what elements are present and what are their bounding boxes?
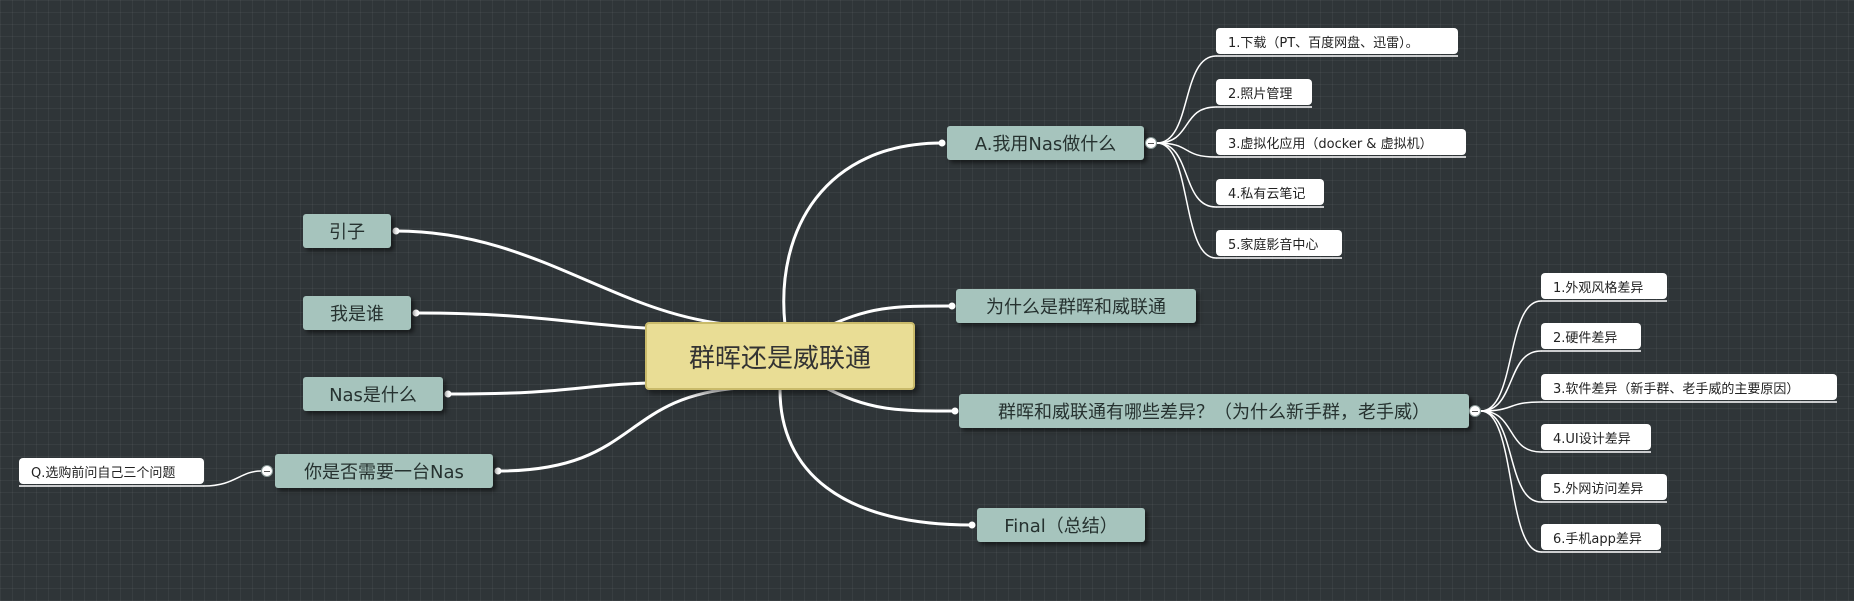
central-topic-label: 群晖还是威联通 <box>688 343 871 374</box>
branch-line <box>203 470 262 487</box>
subtopic-software[interactable]: 3.软件差异（新手群、老手威的主要原因） <box>1541 374 1837 400</box>
branch-line <box>1156 142 1217 259</box>
topic-label: 我是谁 <box>330 304 384 325</box>
subtopic-label: 1.下载（PT、百度网盘、迅雷）。 <box>1228 35 1419 51</box>
collapse-toggle-icon[interactable] <box>1145 137 1157 149</box>
subtopic-label: 3.软件差异（新手群、老手威的主要原因） <box>1553 381 1800 397</box>
subtopic-label: 5.家庭影音中心 <box>1228 237 1319 253</box>
branch-line <box>1156 142 1217 158</box>
topic-label: 引子 <box>329 222 365 243</box>
connector-dot <box>968 521 976 529</box>
branch-line <box>1156 142 1217 208</box>
subtopic-appearance[interactable]: 1.外观风格差异 <box>1541 273 1667 299</box>
branch-line <box>1156 55 1217 144</box>
subtopic-label: 6.手机app差异 <box>1553 531 1642 547</box>
subtopic-remote-access[interactable]: 5.外网访问差异 <box>1541 474 1667 500</box>
connector-dot <box>948 302 956 310</box>
subtopic-label: 4.UI设计差异 <box>1553 431 1631 447</box>
subtopic-label: 5.外网访问差异 <box>1553 481 1644 497</box>
connector-dot <box>412 309 420 317</box>
topic-what-is-nas[interactable]: Nas是什么 <box>303 377 443 411</box>
collapse-toggle-icon[interactable] <box>1469 405 1481 417</box>
topic-why-synology-qnap[interactable]: 为什么是群晖和威联通 <box>956 289 1196 323</box>
subtopic-label: 1.外观风格差异 <box>1553 280 1644 296</box>
subtopic-private-notes[interactable]: 4.私有云笔记 <box>1216 179 1324 205</box>
subtopic-label: 3.虚拟化应用（docker & 虚拟机） <box>1228 136 1433 152</box>
subtopic-hardware[interactable]: 2.硬件差异 <box>1541 323 1641 349</box>
topic-what-i-use-nas-for[interactable]: A.我用Nas做什么 <box>947 126 1144 160</box>
topic-label: 为什么是群晖和威联通 <box>986 297 1166 318</box>
subtopic-home-media[interactable]: 5.家庭影音中心 <box>1216 230 1342 256</box>
topic-label: A.我用Nas做什么 <box>974 134 1117 155</box>
subtopic-label: 2.照片管理 <box>1228 86 1293 102</box>
subtopic-virtualization[interactable]: 3.虚拟化应用（docker & 虚拟机） <box>1216 129 1466 155</box>
branch-line <box>1156 106 1217 144</box>
subtopic-questions[interactable]: Q.选购前问自己三个问题 <box>19 458 204 484</box>
connector-line <box>818 383 957 413</box>
topic-differences[interactable]: 群晖和威联通有哪些差异？（为什么新手群，老手威） <box>959 394 1469 428</box>
subtopic-photo-management[interactable]: 2.照片管理 <box>1216 79 1312 105</box>
connector-dot <box>444 390 452 398</box>
branch-line <box>1480 410 1542 453</box>
subtopic-mobile-app[interactable]: 6.手机app差异 <box>1541 524 1661 550</box>
branch-line <box>1480 350 1542 412</box>
connector-dot <box>494 467 502 475</box>
branch-line <box>1480 410 1542 503</box>
connector-line <box>394 229 737 327</box>
topic-label: 群晖和威联通有哪些差异？（为什么新手群，老手威） <box>998 402 1430 423</box>
subtopic-label: 2.硬件差异 <box>1553 330 1618 346</box>
connector-line <box>782 141 944 327</box>
branch-line <box>1480 401 1542 412</box>
subtopic-ui-design[interactable]: 4.UI设计差异 <box>1541 424 1651 450</box>
topic-label: 你是否需要一台Nas <box>304 462 464 483</box>
central-topic[interactable]: 群晖还是威联通 <box>645 322 915 390</box>
topic-label: Nas是什么 <box>329 385 417 406</box>
topic-label: Final（总结） <box>1004 516 1118 537</box>
topic-final-summary[interactable]: Final（总结） <box>977 508 1145 542</box>
topic-yinzi[interactable]: 引子 <box>303 214 391 248</box>
connector-line <box>778 388 974 527</box>
subtopic-download[interactable]: 1.下载（PT、百度网盘、迅雷）。 <box>1216 28 1458 54</box>
subtopic-label: Q.选购前问自己三个问题 <box>31 465 176 481</box>
topic-need-nas[interactable]: 你是否需要一台Nas <box>275 454 493 488</box>
connector-dot <box>951 407 959 415</box>
branch-line <box>1480 300 1542 412</box>
connector-dot <box>938 139 946 147</box>
connector-dot <box>392 227 400 235</box>
collapse-toggle-icon[interactable] <box>261 465 273 477</box>
connector-line <box>496 386 742 473</box>
subtopic-label: 4.私有云笔记 <box>1228 186 1306 202</box>
topic-who-am-i[interactable]: 我是谁 <box>303 296 411 330</box>
branch-line <box>1480 410 1542 553</box>
